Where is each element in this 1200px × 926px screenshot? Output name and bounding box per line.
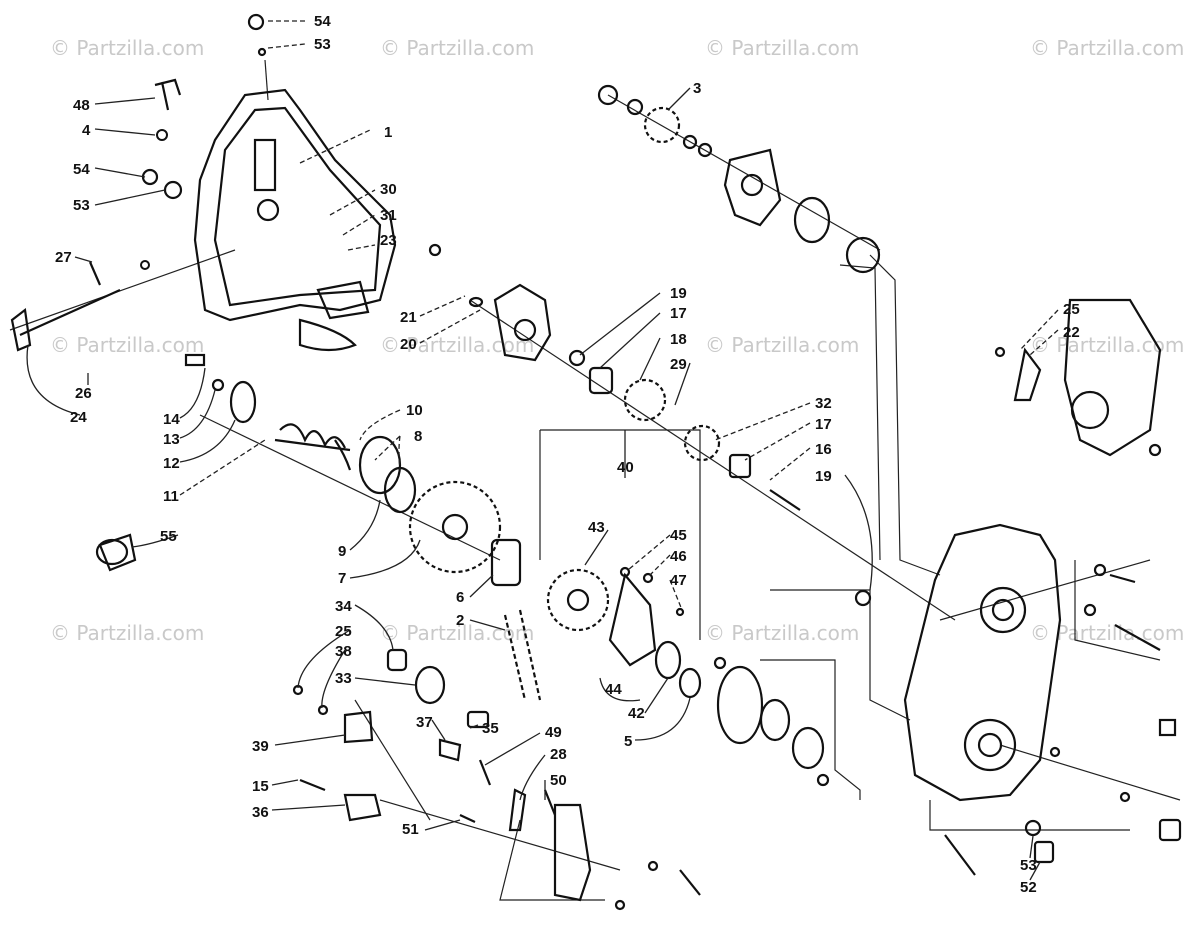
- callout-18: 18: [670, 331, 687, 348]
- watermark: © Partzilla.com: [705, 36, 859, 60]
- sensor-top: [141, 13, 267, 200]
- drive-sprocket-group: [546, 566, 830, 787]
- watermark: © Partzilla.com: [50, 36, 204, 60]
- callout-43: 43: [588, 519, 605, 536]
- callout-38: 38: [335, 643, 352, 660]
- callout-39: 39: [252, 738, 269, 755]
- callout-13: 13: [163, 431, 180, 448]
- callout-54: 54: [73, 161, 90, 178]
- callout-28: 28: [550, 746, 567, 763]
- watermark: © Partzilla.com: [1030, 36, 1184, 60]
- callout-19: 19: [815, 468, 832, 485]
- callout-15: 15: [252, 778, 269, 795]
- watermark: © Partzilla.com: [705, 333, 859, 357]
- callout-22: 22: [1063, 324, 1080, 341]
- callout-49: 49: [545, 724, 562, 741]
- callout-26: 26: [75, 385, 92, 402]
- watermark: © Partzilla.com: [1030, 621, 1184, 645]
- callout-45: 45: [670, 527, 687, 544]
- callout-12: 12: [163, 455, 180, 472]
- callout-30: 30: [380, 181, 397, 198]
- upper-sprocket-bearing: [597, 84, 881, 274]
- callout-33: 33: [335, 670, 352, 687]
- callout-47: 47: [670, 572, 687, 589]
- callout-24: 24: [70, 409, 87, 426]
- watermark: © Partzilla.com: [705, 621, 859, 645]
- watermark: © Partzilla.com: [380, 333, 534, 357]
- callout-53: 53: [1020, 857, 1037, 874]
- callout-37: 37: [416, 714, 433, 731]
- callout-42: 42: [628, 705, 645, 722]
- callout-10: 10: [406, 402, 423, 419]
- callout-25: 25: [335, 623, 352, 640]
- callout-27: 27: [55, 249, 72, 266]
- callout-44: 44: [605, 681, 622, 698]
- callout-3: 3: [693, 80, 701, 97]
- callout-6: 6: [456, 589, 464, 606]
- callout-46: 46: [670, 548, 687, 565]
- callout-34: 34: [335, 598, 352, 615]
- callout-53: 53: [314, 36, 331, 53]
- callout-50: 50: [550, 772, 567, 789]
- callout-labels: 54 53 48 4 54 53 1 30 31 23 27 26 24 14 …: [55, 13, 1080, 896]
- callout-20: 20: [400, 336, 417, 353]
- callout-16: 16: [815, 441, 832, 458]
- watermark-layer: © Partzilla.com © Partzilla.com © Partzi…: [50, 36, 1184, 645]
- leader-lines: [26, 20, 1059, 881]
- watermark: © Partzilla.com: [380, 36, 534, 60]
- callout-48: 48: [73, 97, 90, 114]
- callout-32: 32: [815, 395, 832, 412]
- jackshaft-assembly: [428, 243, 872, 607]
- callout-52: 52: [1020, 879, 1037, 896]
- watermark: © Partzilla.com: [1030, 333, 1184, 357]
- callout-5: 5: [624, 733, 632, 750]
- drive-chain: [503, 609, 542, 701]
- callout-9: 9: [338, 543, 346, 560]
- callout-29: 29: [670, 356, 687, 373]
- callout-1: 1: [384, 124, 392, 141]
- callout-17: 17: [670, 305, 687, 322]
- callout-14: 14: [163, 411, 180, 428]
- callout-36: 36: [252, 804, 269, 821]
- callout-53: 53: [73, 197, 90, 214]
- chaincase-housing: [903, 523, 1182, 876]
- callout-4: 4: [82, 122, 91, 139]
- tensioner-assembly: [292, 648, 701, 911]
- callout-19: 19: [670, 285, 687, 302]
- assembly-guide-lines: [9, 59, 1181, 901]
- callout-40: 40: [617, 459, 634, 476]
- callout-8: 8: [414, 428, 422, 445]
- driven-clutch-stack: [95, 353, 522, 587]
- callout-25: 25: [1063, 301, 1080, 318]
- callout-7: 7: [338, 570, 346, 587]
- callout-11: 11: [163, 488, 179, 505]
- callout-23: 23: [380, 232, 397, 249]
- watermark: © Partzilla.com: [50, 621, 204, 645]
- callout-17: 17: [815, 416, 832, 433]
- shift-linkage: [10, 260, 370, 352]
- callout-21: 21: [400, 309, 417, 326]
- callout-35: 35: [482, 720, 499, 737]
- watermark: © Partzilla.com: [50, 333, 204, 357]
- chaincase-cover: [193, 88, 397, 322]
- callout-55: 55: [160, 528, 177, 545]
- callout-31: 31: [380, 207, 397, 224]
- callout-51: 51: [402, 821, 419, 838]
- callout-54: 54: [314, 13, 331, 30]
- callout-2: 2: [456, 612, 464, 629]
- right-cover-assembly: [994, 298, 1162, 457]
